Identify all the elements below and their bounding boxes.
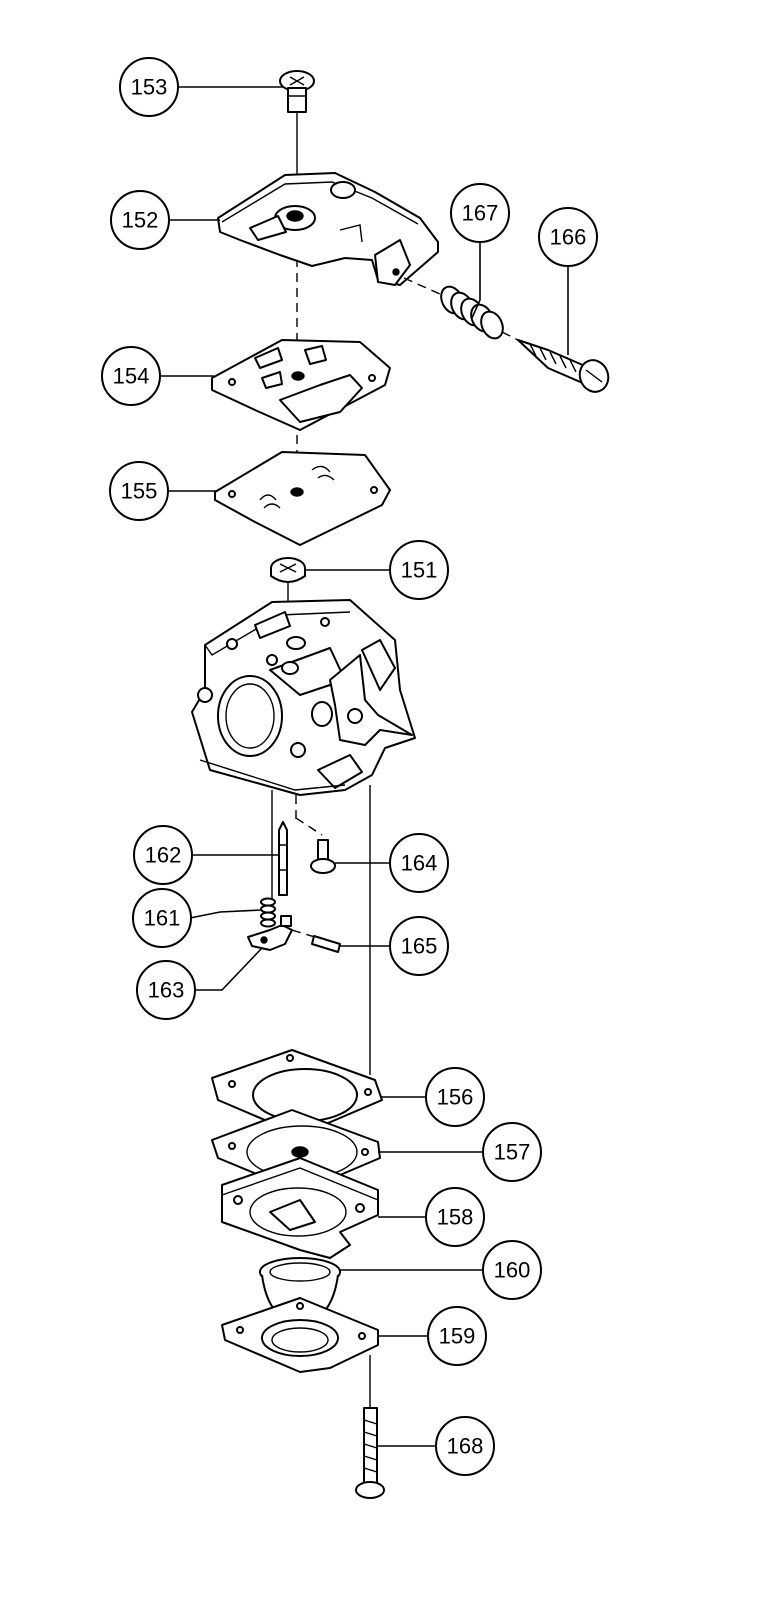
callout-160: 160: [482, 1240, 542, 1300]
pump-cover-152: [217, 172, 439, 286]
callout-label-156: 156: [437, 1085, 474, 1110]
callout-154: 154: [101, 346, 161, 406]
callout-155: 155: [109, 461, 169, 521]
screw-168: [355, 1407, 385, 1499]
callout-161: 161: [132, 888, 192, 948]
callout-label-158: 158: [437, 1205, 474, 1230]
callout-label-161: 161: [144, 906, 181, 931]
callout-label-151: 151: [401, 558, 438, 583]
callout-label-164: 164: [401, 851, 438, 876]
needle-screw-166: [501, 331, 610, 393]
metering-diaphragm-157: [211, 1109, 381, 1193]
callout-153: 153: [119, 57, 179, 117]
gasket-154: [211, 339, 391, 431]
callout-label-162: 162: [145, 843, 182, 868]
callout-label-163: 163: [148, 978, 185, 1003]
gasket-156: [211, 1049, 383, 1136]
callout-162: 162: [133, 825, 193, 885]
metering-cover-158: [221, 1157, 379, 1259]
metering-lever-163: [247, 915, 293, 951]
pump-diaphragm-155: [214, 451, 391, 546]
callout-label-155: 155: [121, 479, 158, 504]
callout-label-153: 153: [131, 75, 168, 100]
callout-label-152: 152: [122, 208, 159, 233]
leader-lines: [159, 86, 569, 1447]
filter-screen-151: [270, 557, 306, 583]
callout-label-160: 160: [494, 1258, 531, 1283]
callout-164: 164: [389, 833, 449, 893]
callout-152: 152: [110, 190, 170, 250]
callout-163: 163: [136, 960, 196, 1020]
callout-label-167: 167: [462, 201, 499, 226]
callout-159: 159: [427, 1306, 487, 1366]
spring-167: [403, 277, 504, 340]
callout-label-166: 166: [550, 225, 587, 250]
retainer-plate-159: [221, 1297, 379, 1373]
pin-165: [311, 935, 341, 953]
carburetor-body: [191, 599, 416, 796]
callout-label-165: 165: [401, 934, 438, 959]
callout-label-168: 168: [447, 1434, 484, 1459]
callout-157: 157: [482, 1122, 542, 1182]
callout-label-157: 157: [494, 1140, 531, 1165]
spring-161: [260, 897, 276, 928]
callout-label-154: 154: [113, 364, 150, 389]
screw-164: [310, 839, 336, 874]
callout-167: 167: [450, 183, 510, 243]
callout-156: 156: [425, 1067, 485, 1127]
callout-158: 158: [425, 1187, 485, 1247]
callout-151: 151: [389, 540, 449, 600]
callout-165: 165: [389, 916, 449, 976]
callout-label-159: 159: [439, 1324, 476, 1349]
screw-153: [279, 70, 315, 113]
callout-166: 166: [538, 207, 598, 267]
callout-168: 168: [435, 1416, 495, 1476]
inlet-needle-162: [278, 821, 288, 896]
